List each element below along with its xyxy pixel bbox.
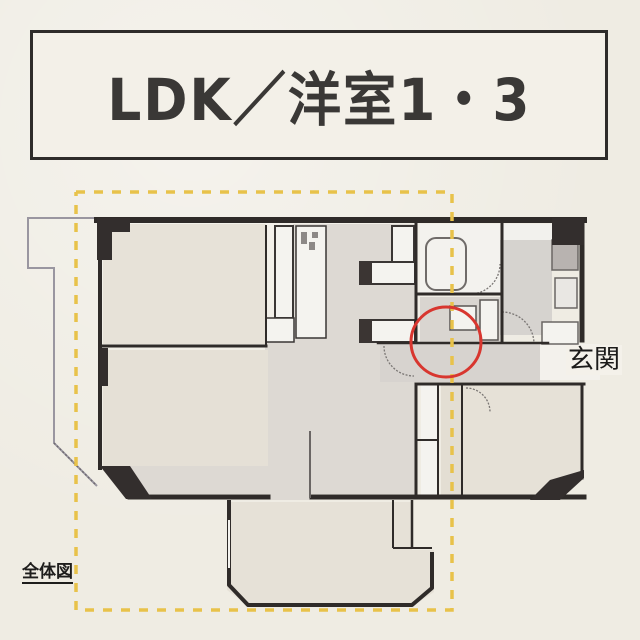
bay-walls (227, 500, 434, 607)
stove-icon (301, 232, 318, 250)
room-bathroom (420, 224, 500, 294)
kitchen-counter-back (274, 225, 294, 319)
room-washroom (500, 240, 552, 335)
room-living (103, 350, 268, 466)
left-balcony-outline (27, 217, 98, 487)
bathtub (425, 237, 467, 291)
wall-corners (97, 218, 584, 500)
room-western-3 (463, 385, 582, 497)
overall-view-link[interactable]: 全体図 (22, 562, 73, 584)
room-entrance-hall (380, 342, 550, 382)
room-western-1 (103, 224, 266, 344)
page-title: LDK／洋室1・3 (107, 66, 531, 134)
room-fills (103, 224, 600, 606)
room-bay (227, 502, 434, 606)
fridge-space (265, 317, 295, 343)
storage-top (502, 224, 552, 240)
ldk-pillars (360, 262, 372, 342)
entrance-label: 玄関 (566, 345, 623, 375)
area-boundary-dashed (74, 190, 454, 612)
kitchen (265, 225, 327, 343)
hallway-strip (441, 385, 461, 495)
title-box: LDK／洋室1・3 (30, 30, 608, 160)
walls (94, 217, 587, 500)
highlight-marker-circle (409, 305, 483, 379)
